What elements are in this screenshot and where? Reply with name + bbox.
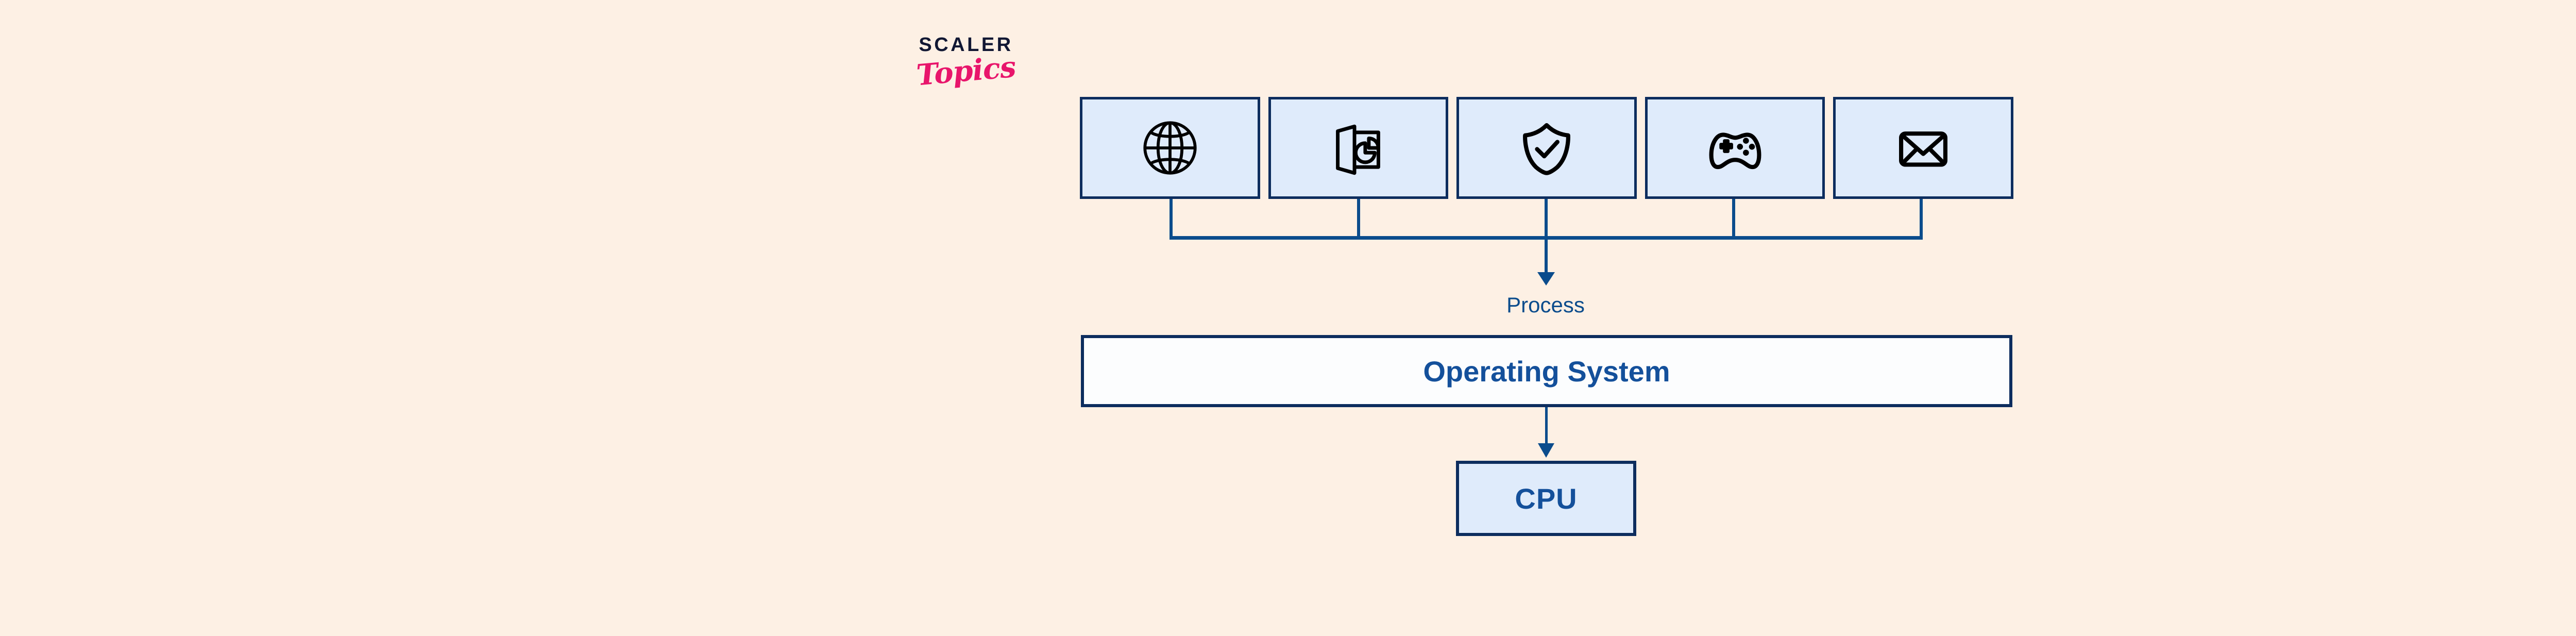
app-box-security[interactable]: [1456, 97, 1637, 199]
cpu-box[interactable]: CPU: [1456, 461, 1636, 536]
cpu-arrow-stem: [1545, 407, 1548, 447]
operating-system-label: Operating System: [1423, 355, 1670, 388]
envelope-icon: [1893, 118, 1953, 178]
connector-drop-2: [1357, 199, 1360, 237]
game-controller-icon: [1705, 118, 1765, 178]
shield-check-icon: [1517, 118, 1577, 178]
presentation-chart-icon: [1328, 118, 1388, 178]
operating-system-box[interactable]: Operating System: [1081, 335, 2012, 407]
cpu-label: CPU: [1515, 482, 1578, 515]
connector-drop-4: [1732, 199, 1735, 237]
logo-primary-text: SCALER: [919, 34, 1013, 56]
app-box-browser[interactable]: [1080, 97, 1260, 199]
globe-icon: [1140, 118, 1200, 178]
process-arrow-stem: [1545, 199, 1548, 274]
scaler-topics-logo: SCALER Topics: [899, 35, 1033, 118]
process-label: Process: [1506, 293, 1585, 317]
process-arrow-head: [1537, 272, 1555, 286]
logo-secondary-text: Topics: [915, 49, 1017, 93]
connector-drop-1: [1170, 199, 1173, 237]
application-row: [1080, 97, 2013, 199]
app-box-presentation[interactable]: [1268, 97, 1449, 199]
app-box-email[interactable]: [1833, 97, 2013, 199]
connector-drop-5: [1920, 199, 1923, 237]
cpu-arrow-head: [1538, 443, 1554, 458]
app-box-game[interactable]: [1645, 97, 1825, 199]
